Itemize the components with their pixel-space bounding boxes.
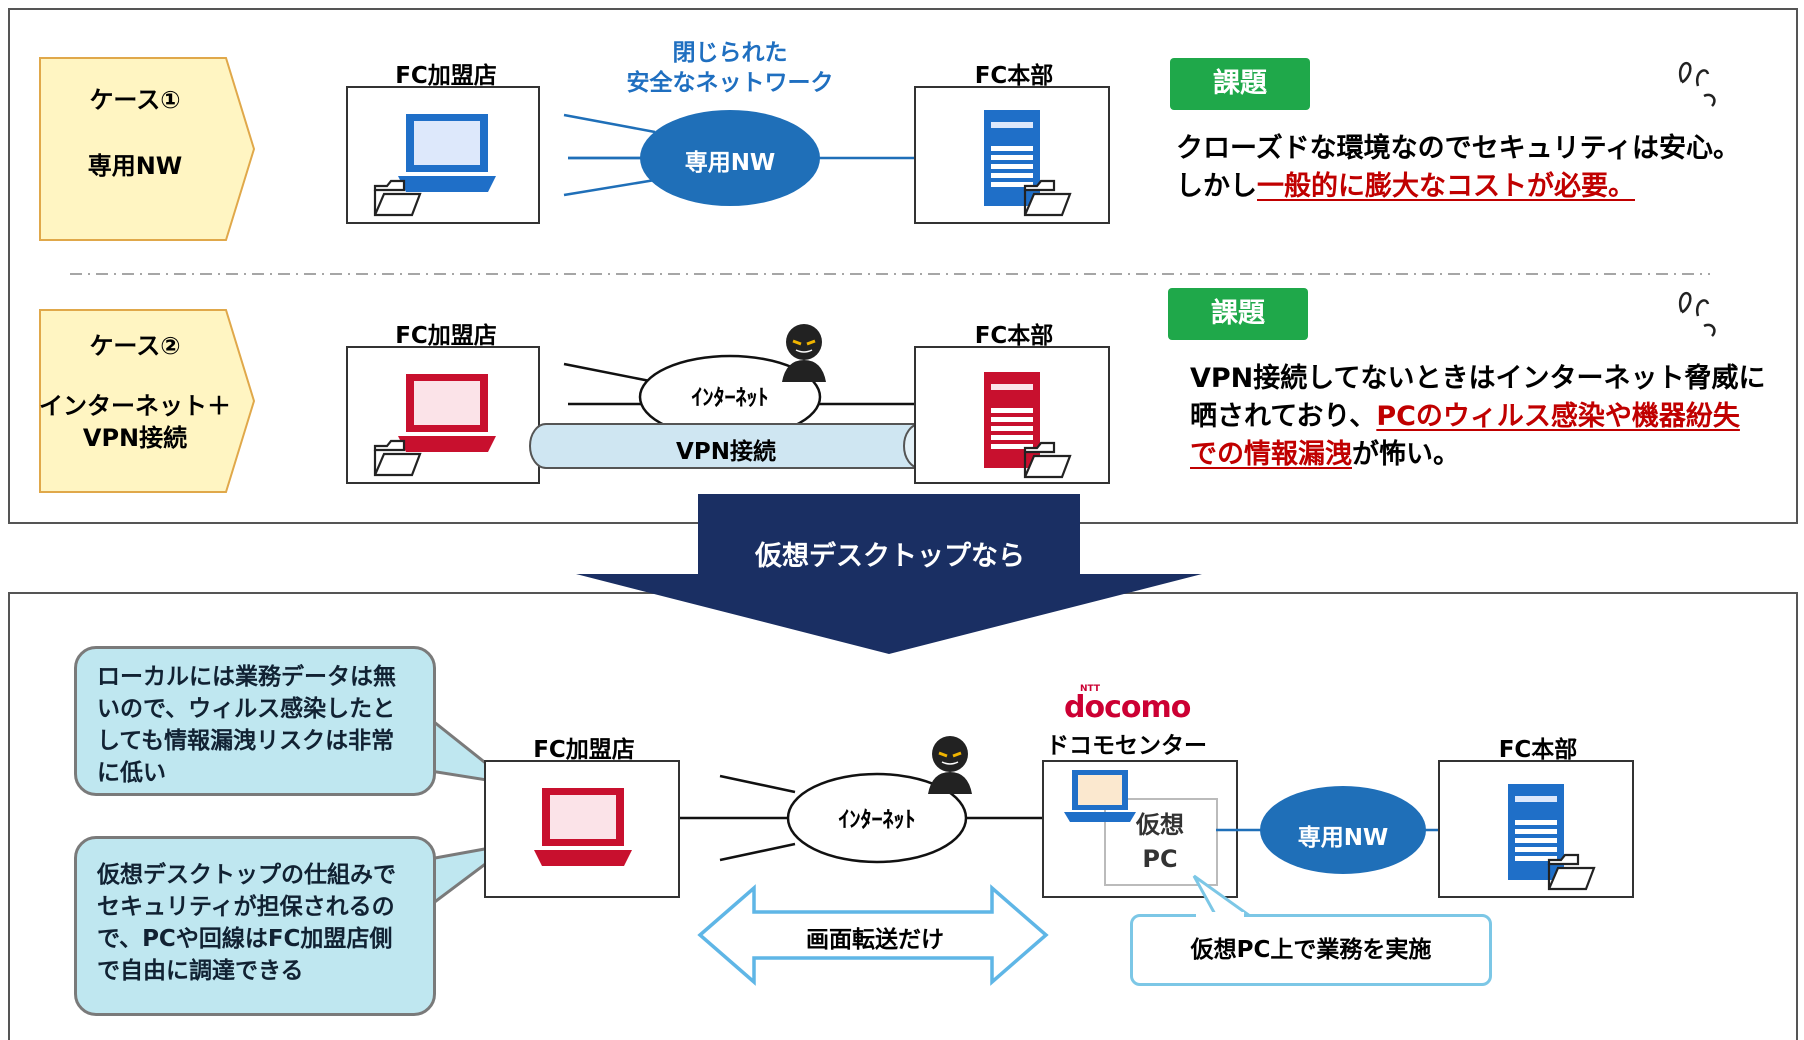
case-divider [70, 273, 1710, 275]
case2-label-line3: VPN接続 [82, 424, 188, 452]
case1-label: ケース① 専用NW [40, 84, 230, 182]
laptop-icon [398, 374, 496, 452]
laptop-icon [398, 114, 496, 192]
case1-issue-line2-prefix: しかし [1176, 171, 1257, 202]
solution-store-title: FC加盟店 [533, 737, 635, 763]
case1-issue-line1: クローズドな環境なのでセキュリティは安心。 [1176, 133, 1741, 164]
case1-label-line2: 専用NW [87, 152, 183, 180]
case2-issue-line2-prefix: 晒されており、 [1190, 401, 1377, 432]
folder-icon [373, 439, 422, 477]
docomo-logo: NTT docomo [1064, 684, 1204, 728]
hacker-icon [782, 324, 826, 382]
callout-tail-cover [1196, 912, 1244, 918]
case2-vpn-label: VPN接続 [676, 439, 776, 465]
case1-network-oval-label: 専用NW [684, 150, 776, 176]
hacker-icon [928, 736, 972, 794]
laptop-icon [1064, 770, 1136, 822]
case2-label: ケース② インターネット＋ VPN接続 [36, 330, 234, 454]
worry-icon [1678, 61, 1716, 107]
callout-box: 仮想PC上で業務を実施 [1130, 914, 1492, 986]
docomo-logo-text: docomo [1064, 690, 1191, 725]
folder-icon [1547, 853, 1596, 891]
bubble-bottom: 仮想デスクトップの仕組みでセキュリティが担保されるので、PCや回線はFC加盟店側… [74, 836, 436, 1016]
case1-store-title: FC加盟店 [395, 63, 497, 89]
screen-transfer-label: 画面転送だけ [806, 927, 944, 953]
solution-network-lines [680, 774, 1044, 862]
virtual-pc-label: 仮想 PC [1116, 808, 1204, 876]
solution-internet-cloud [786, 772, 968, 864]
worry-icon [1678, 291, 1716, 337]
case1-label-shape [39, 57, 256, 241]
solution-internet-label: ｲﾝﾀｰﾈｯﾄ [838, 808, 916, 833]
case1-issue-badge: 課題 [1170, 58, 1310, 110]
case1-issue-line2-suffix: 。 [1608, 171, 1635, 202]
case1-network-oval [640, 110, 820, 206]
case2-issue-line1: VPN接続してないときはインターネット脅威に [1190, 363, 1766, 394]
down-arrow [576, 494, 1202, 654]
solution-network-oval [1260, 786, 1426, 874]
solution-hq-title: FC本部 [1498, 737, 1578, 763]
folder-icon [1023, 179, 1072, 217]
solution-network-oval-label: 専用NW [1297, 825, 1389, 851]
case2-label-line1: ケース② [89, 332, 181, 360]
case2-label-line2: インターネット＋ [39, 392, 231, 420]
virtual-pc-line1: 仮想 [1136, 811, 1184, 839]
folder-icon [373, 179, 422, 217]
case2-issue-highlight-2: での情報漏洩 [1190, 439, 1352, 470]
case2-store-title: FC加盟店 [395, 323, 497, 349]
case1-hq-title: FC本部 [974, 63, 1054, 89]
case2-internet-label: ｲﾝﾀｰﾈｯﾄ [691, 386, 769, 411]
case2-issue-badge: 課題 [1168, 288, 1308, 340]
laptop-icon [534, 788, 632, 866]
case1-label-line1: ケース① [89, 86, 181, 114]
case2-hq-title: FC本部 [974, 323, 1054, 349]
virtual-pc-line2: PC [1142, 845, 1178, 873]
screen-transfer-arrow [697, 884, 1049, 986]
case1-network-caption-line1: 閉じられた [672, 40, 788, 66]
case2-issue-line3-suffix: が怖い。 [1352, 439, 1460, 470]
folder-icon [1023, 441, 1072, 479]
docomo-center-title: ドコモセンター [1046, 733, 1207, 759]
bubble-top: ローカルには業務データは無いので、ウィルス感染したとしても情報漏洩リスクは非常に… [74, 646, 436, 796]
case1-issue-highlight: 一般的に膨大なコストが必要 [1257, 171, 1608, 202]
case1-network-caption: 閉じられた 安全なネットワーク [610, 38, 850, 98]
docomo-small-text: NTT [1080, 684, 1101, 694]
server-icon [1508, 784, 1564, 880]
case1-issue-text: クローズドな環境なのでセキュリティは安心。 しかし一般的に膨大なコストが必要。 [1176, 130, 1776, 206]
case2-issue-highlight-1: PCのウィルス感染や機器紛失 [1376, 401, 1740, 432]
case2-label-shape [39, 309, 256, 493]
case1-network-caption-line2: 安全なネットワーク [626, 70, 834, 96]
case2-issue-text: VPN接続してないときはインターネット脅威に 晒されており、PCのウィルス感染や… [1190, 360, 1790, 474]
transition-label: 仮想デスクトップなら [755, 541, 1025, 572]
